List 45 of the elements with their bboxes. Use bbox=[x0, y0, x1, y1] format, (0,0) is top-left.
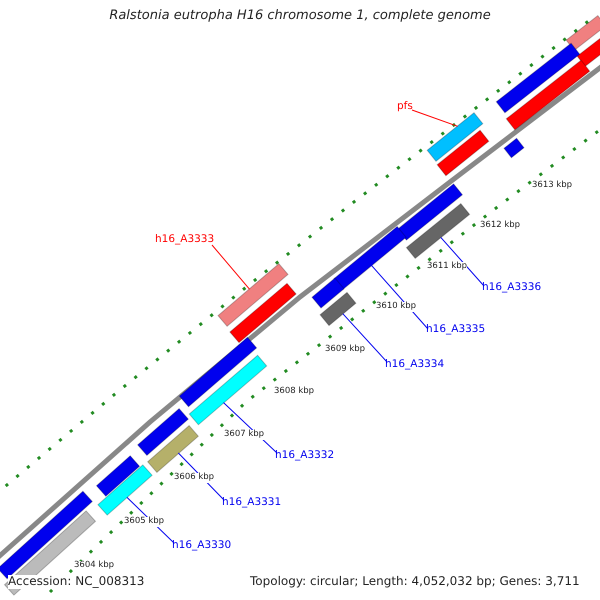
leader-line bbox=[342, 313, 388, 362]
gene-bar bbox=[97, 464, 153, 516]
gene-bar bbox=[496, 42, 580, 114]
gene-bar bbox=[311, 277, 345, 309]
gene-bar bbox=[566, 14, 600, 52]
gene-bar bbox=[217, 263, 289, 327]
tick-label: 3612 kbp bbox=[480, 221, 520, 231]
gene-bar bbox=[506, 60, 590, 130]
genome-info-text: Topology: circular; Length: 4,052,032 bp; Genes: 3,711 bbox=[250, 575, 580, 589]
gene-label: h16_A3331 bbox=[222, 496, 282, 508]
gene-bar bbox=[229, 282, 297, 344]
gene-bar bbox=[147, 424, 199, 474]
gene-bar bbox=[178, 336, 258, 408]
tick-label: 3613 kbp bbox=[532, 181, 572, 191]
gene-label: h16_A3330 bbox=[172, 539, 232, 552]
tick-label: 3610 kbp bbox=[376, 302, 416, 312]
tick-label: 3606 kbp bbox=[174, 473, 214, 483]
gene-bar bbox=[188, 354, 268, 426]
gene-bar bbox=[137, 408, 189, 456]
gene-bar bbox=[503, 138, 525, 158]
title: Ralstonia eutropha H16 chromosome 1, complete genome bbox=[108, 9, 492, 24]
gene-label: h16_A3333 bbox=[155, 233, 214, 246]
gene-label: h16_A3332 bbox=[275, 449, 334, 462]
gene-bar bbox=[319, 292, 357, 326]
tick-label: 3608 kbp bbox=[274, 387, 314, 397]
gene-bar bbox=[426, 112, 484, 162]
leader-line bbox=[412, 110, 458, 127]
tick-label: 3611 kbp bbox=[427, 262, 468, 272]
gene-label: h16_A3335 bbox=[426, 323, 486, 336]
tick-label: 3609 kbp bbox=[325, 345, 366, 355]
gene-label: pfs bbox=[397, 100, 413, 112]
leader-line bbox=[440, 236, 484, 286]
tick-label: 3604 kbp bbox=[74, 561, 114, 571]
tick-label: 3607 kbp bbox=[224, 430, 264, 440]
leader-line bbox=[212, 244, 250, 290]
accession-text: Accession: NC_008313 bbox=[8, 575, 144, 589]
gene-label: h16_A3336 bbox=[482, 281, 542, 294]
gene-label: h16_A3334 bbox=[385, 358, 444, 370]
gene-bar bbox=[406, 202, 470, 260]
gene-bar bbox=[436, 130, 490, 176]
tick-label: 3605 kbp bbox=[124, 517, 164, 527]
gene-bar bbox=[333, 226, 407, 290]
leader-line bbox=[371, 264, 428, 330]
gene-bar bbox=[96, 455, 140, 497]
gene-bar bbox=[396, 183, 464, 241]
